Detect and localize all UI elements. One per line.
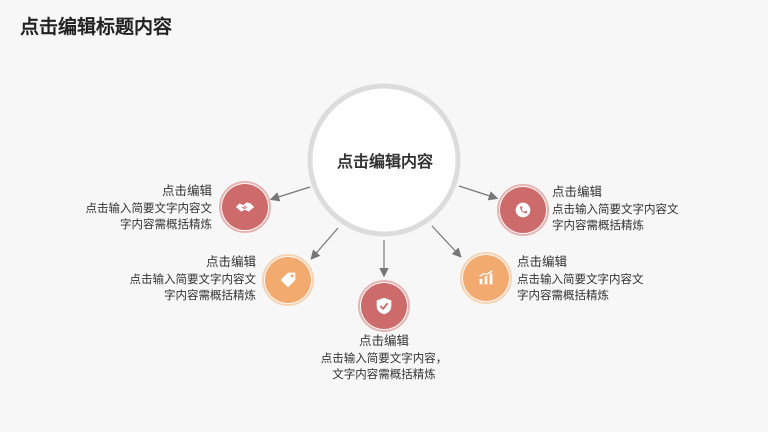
item-3-text: 点击编辑 点击输入简要文字内容， 文字内容需概括精炼 bbox=[304, 332, 464, 382]
node-phone bbox=[497, 184, 549, 236]
item-5-line2: 字内容需概括精炼 bbox=[552, 218, 644, 232]
center-circle bbox=[307, 83, 461, 237]
node-shield bbox=[358, 280, 410, 332]
arrow-to-item-1 bbox=[269, 186, 311, 202]
item-2-text: 点击编辑 点击输入简要文字内容文 字内容需概括精炼 bbox=[76, 253, 257, 303]
item-4-line1: 点击输入简要文字内容文 bbox=[517, 272, 644, 286]
item-5-text: 点击编辑 点击输入简要文字内容文 字内容需概括精炼 bbox=[552, 183, 732, 233]
node-bar-chart bbox=[460, 252, 512, 304]
item-3-line2: 文字内容需概括精炼 bbox=[332, 367, 436, 381]
item-5-line1: 点击输入简要文字内容文 bbox=[552, 202, 679, 216]
item-4-text: 点击编辑 点击输入简要文字内容文 字内容需概括精炼 bbox=[517, 253, 697, 303]
item-5-title: 点击编辑 bbox=[552, 184, 603, 199]
item-3-title: 点击编辑 bbox=[358, 333, 409, 348]
arrow-to-item-2 bbox=[310, 227, 339, 260]
item-1-text: 点击编辑 点击输入简要文字内容文 字内容需概括精炼 bbox=[32, 182, 213, 232]
arrow-to-item-4 bbox=[431, 225, 462, 258]
node-tag bbox=[262, 254, 314, 306]
item-4-line2: 字内容需概括精炼 bbox=[517, 288, 609, 302]
node-handshake bbox=[219, 181, 271, 233]
item-1-title: 点击编辑 bbox=[161, 183, 212, 198]
item-1-line1: 点击输入简要文字内容文 bbox=[85, 201, 213, 215]
arrow-to-item-5 bbox=[458, 185, 499, 201]
item-4-title: 点击编辑 bbox=[517, 254, 568, 269]
center-label: 点击编辑内容 bbox=[336, 152, 433, 171]
bar-chart-icon bbox=[479, 270, 493, 285]
item-2-line1: 点击输入简要文字内容文 bbox=[129, 272, 257, 286]
item-2-line2: 字内容需概括精炼 bbox=[164, 288, 256, 302]
item-2-title: 点击编辑 bbox=[205, 254, 256, 269]
page-title: 点击编辑标题内容 bbox=[20, 16, 173, 38]
item-3-line1: 点击输入简要文字内容， bbox=[320, 351, 448, 365]
handshake-icon bbox=[235, 202, 255, 212]
tag-icon bbox=[280, 272, 296, 288]
phone-icon bbox=[515, 202, 531, 218]
shield-check-icon bbox=[376, 297, 392, 315]
item-1-line2: 字内容需概括精炼 bbox=[120, 217, 212, 231]
